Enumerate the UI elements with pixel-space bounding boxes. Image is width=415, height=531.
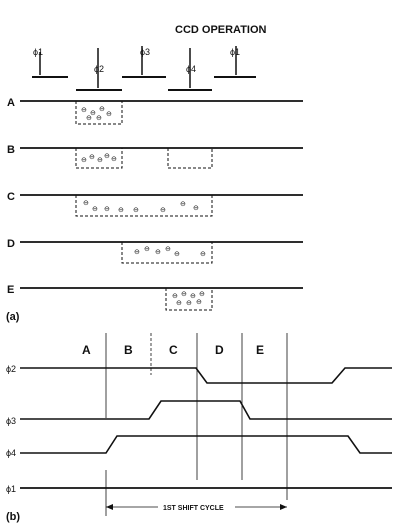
shift-cycle-label: 1ST SHIFT CYCLE xyxy=(163,505,224,512)
svg-text:⊖: ⊖ xyxy=(97,157,103,164)
charge-packet: ⊖⊖⊖ ⊖⊖⊖ xyxy=(81,106,112,122)
signal-label: ϕ4 xyxy=(6,448,16,458)
part-b-label: (b) xyxy=(6,511,20,523)
state-row-d: D ⊖⊖⊖ ⊖⊖⊖ xyxy=(7,238,303,264)
svg-text:⊖: ⊖ xyxy=(155,249,161,256)
svg-text:⊖: ⊖ xyxy=(193,205,199,212)
potential-well xyxy=(75,101,123,125)
svg-text:⊖: ⊖ xyxy=(196,299,202,306)
svg-text:⊖: ⊖ xyxy=(104,206,110,213)
charge-packet: ⊖⊖⊖ ⊖⊖⊖ ⊖ xyxy=(172,291,205,307)
state-label: B xyxy=(7,144,15,156)
signal-phi2-waveform xyxy=(20,367,392,384)
svg-text:⊖: ⊖ xyxy=(90,110,96,117)
electrode-phi2: ϕ2 xyxy=(76,48,122,91)
charge-packet: ⊖⊖⊖ ⊖⊖⊖ ⊖⊖ xyxy=(83,200,199,214)
state-label: A xyxy=(7,97,15,109)
svg-text:⊖: ⊖ xyxy=(133,207,139,214)
signal-phi4-waveform xyxy=(20,435,392,454)
svg-text:⊖: ⊖ xyxy=(81,157,87,164)
svg-text:⊖: ⊖ xyxy=(165,246,171,253)
svg-text:⊖: ⊖ xyxy=(104,153,110,160)
svg-text:⊖: ⊖ xyxy=(81,107,87,114)
potential-well xyxy=(75,195,213,217)
timing-diagram: A B C D E ϕ2 ϕ3 ϕ4 ϕ1 1ST SHIFT CYCLE xyxy=(6,333,392,516)
state-row-e: E ⊖⊖⊖ ⊖⊖⊖ ⊖ xyxy=(7,284,303,311)
svg-text:⊖: ⊖ xyxy=(200,251,206,258)
state-label: E xyxy=(7,284,14,296)
potential-well xyxy=(121,242,213,264)
phase-label: C xyxy=(169,343,178,357)
arrowhead-left xyxy=(106,504,113,510)
svg-text:⊖: ⊖ xyxy=(144,246,150,253)
svg-text:⊖: ⊖ xyxy=(176,300,182,307)
svg-text:⊖: ⊖ xyxy=(106,111,112,118)
svg-text:⊖: ⊖ xyxy=(86,115,92,122)
svg-text:⊖: ⊖ xyxy=(99,106,105,113)
electrode-label: ϕ1 xyxy=(33,47,43,57)
svg-text:⊖: ⊖ xyxy=(180,201,186,208)
signal-label: ϕ2 xyxy=(6,364,16,374)
state-row-b: B ⊖⊖⊖ ⊖⊖ xyxy=(7,144,303,169)
charge-packet: ⊖⊖⊖ ⊖⊖⊖ xyxy=(134,246,206,258)
state-row-c: C ⊖⊖⊖ ⊖⊖⊖ ⊖⊖ xyxy=(7,191,303,217)
charge-packet: ⊖⊖⊖ ⊖⊖ xyxy=(81,153,117,164)
phase-label: A xyxy=(82,343,91,357)
svg-text:⊖: ⊖ xyxy=(96,115,102,122)
potential-well xyxy=(75,148,123,169)
electrode-label: ϕ4 xyxy=(186,64,196,74)
svg-text:⊖: ⊖ xyxy=(160,207,166,214)
electrode-phi4: ϕ4 xyxy=(168,48,212,91)
svg-text:⊖: ⊖ xyxy=(92,206,98,213)
state-label: C xyxy=(7,191,15,203)
svg-text:⊖: ⊖ xyxy=(181,291,187,298)
signal-phi3-waveform xyxy=(20,400,392,420)
signal-label: ϕ3 xyxy=(6,416,16,426)
electrode-phi1-left: ϕ1 xyxy=(32,47,68,78)
svg-text:⊖: ⊖ xyxy=(186,300,192,307)
phase-label: E xyxy=(256,343,264,357)
diagram-title: CCD OPERATION xyxy=(175,24,267,36)
svg-text:⊖: ⊖ xyxy=(134,249,140,256)
state-label: D xyxy=(7,238,15,250)
svg-text:⊖: ⊖ xyxy=(111,156,117,163)
svg-text:⊖: ⊖ xyxy=(89,154,95,161)
potential-well xyxy=(165,288,213,311)
svg-text:⊖: ⊖ xyxy=(190,293,196,300)
electrode-phi3: ϕ3 xyxy=(122,46,166,78)
electrode-label: ϕ1 xyxy=(230,47,240,57)
phase-label: D xyxy=(215,343,224,357)
svg-text:⊖: ⊖ xyxy=(174,251,180,258)
electrode-phi1-right: ϕ1 xyxy=(214,46,256,78)
arrowhead-right xyxy=(280,504,287,510)
phase-label: B xyxy=(124,343,133,357)
svg-text:⊖: ⊖ xyxy=(172,293,178,300)
signal-label: ϕ1 xyxy=(6,484,16,494)
potential-well xyxy=(167,148,213,169)
electrode-label: ϕ3 xyxy=(140,47,150,57)
svg-text:⊖: ⊖ xyxy=(83,200,89,207)
svg-text:⊖: ⊖ xyxy=(199,291,205,298)
electrode-label: ϕ2 xyxy=(94,64,104,74)
svg-text:⊖: ⊖ xyxy=(118,207,124,214)
state-row-a: A ⊖⊖⊖ ⊖⊖⊖ xyxy=(7,97,303,125)
part-a-label: (a) xyxy=(6,311,20,323)
